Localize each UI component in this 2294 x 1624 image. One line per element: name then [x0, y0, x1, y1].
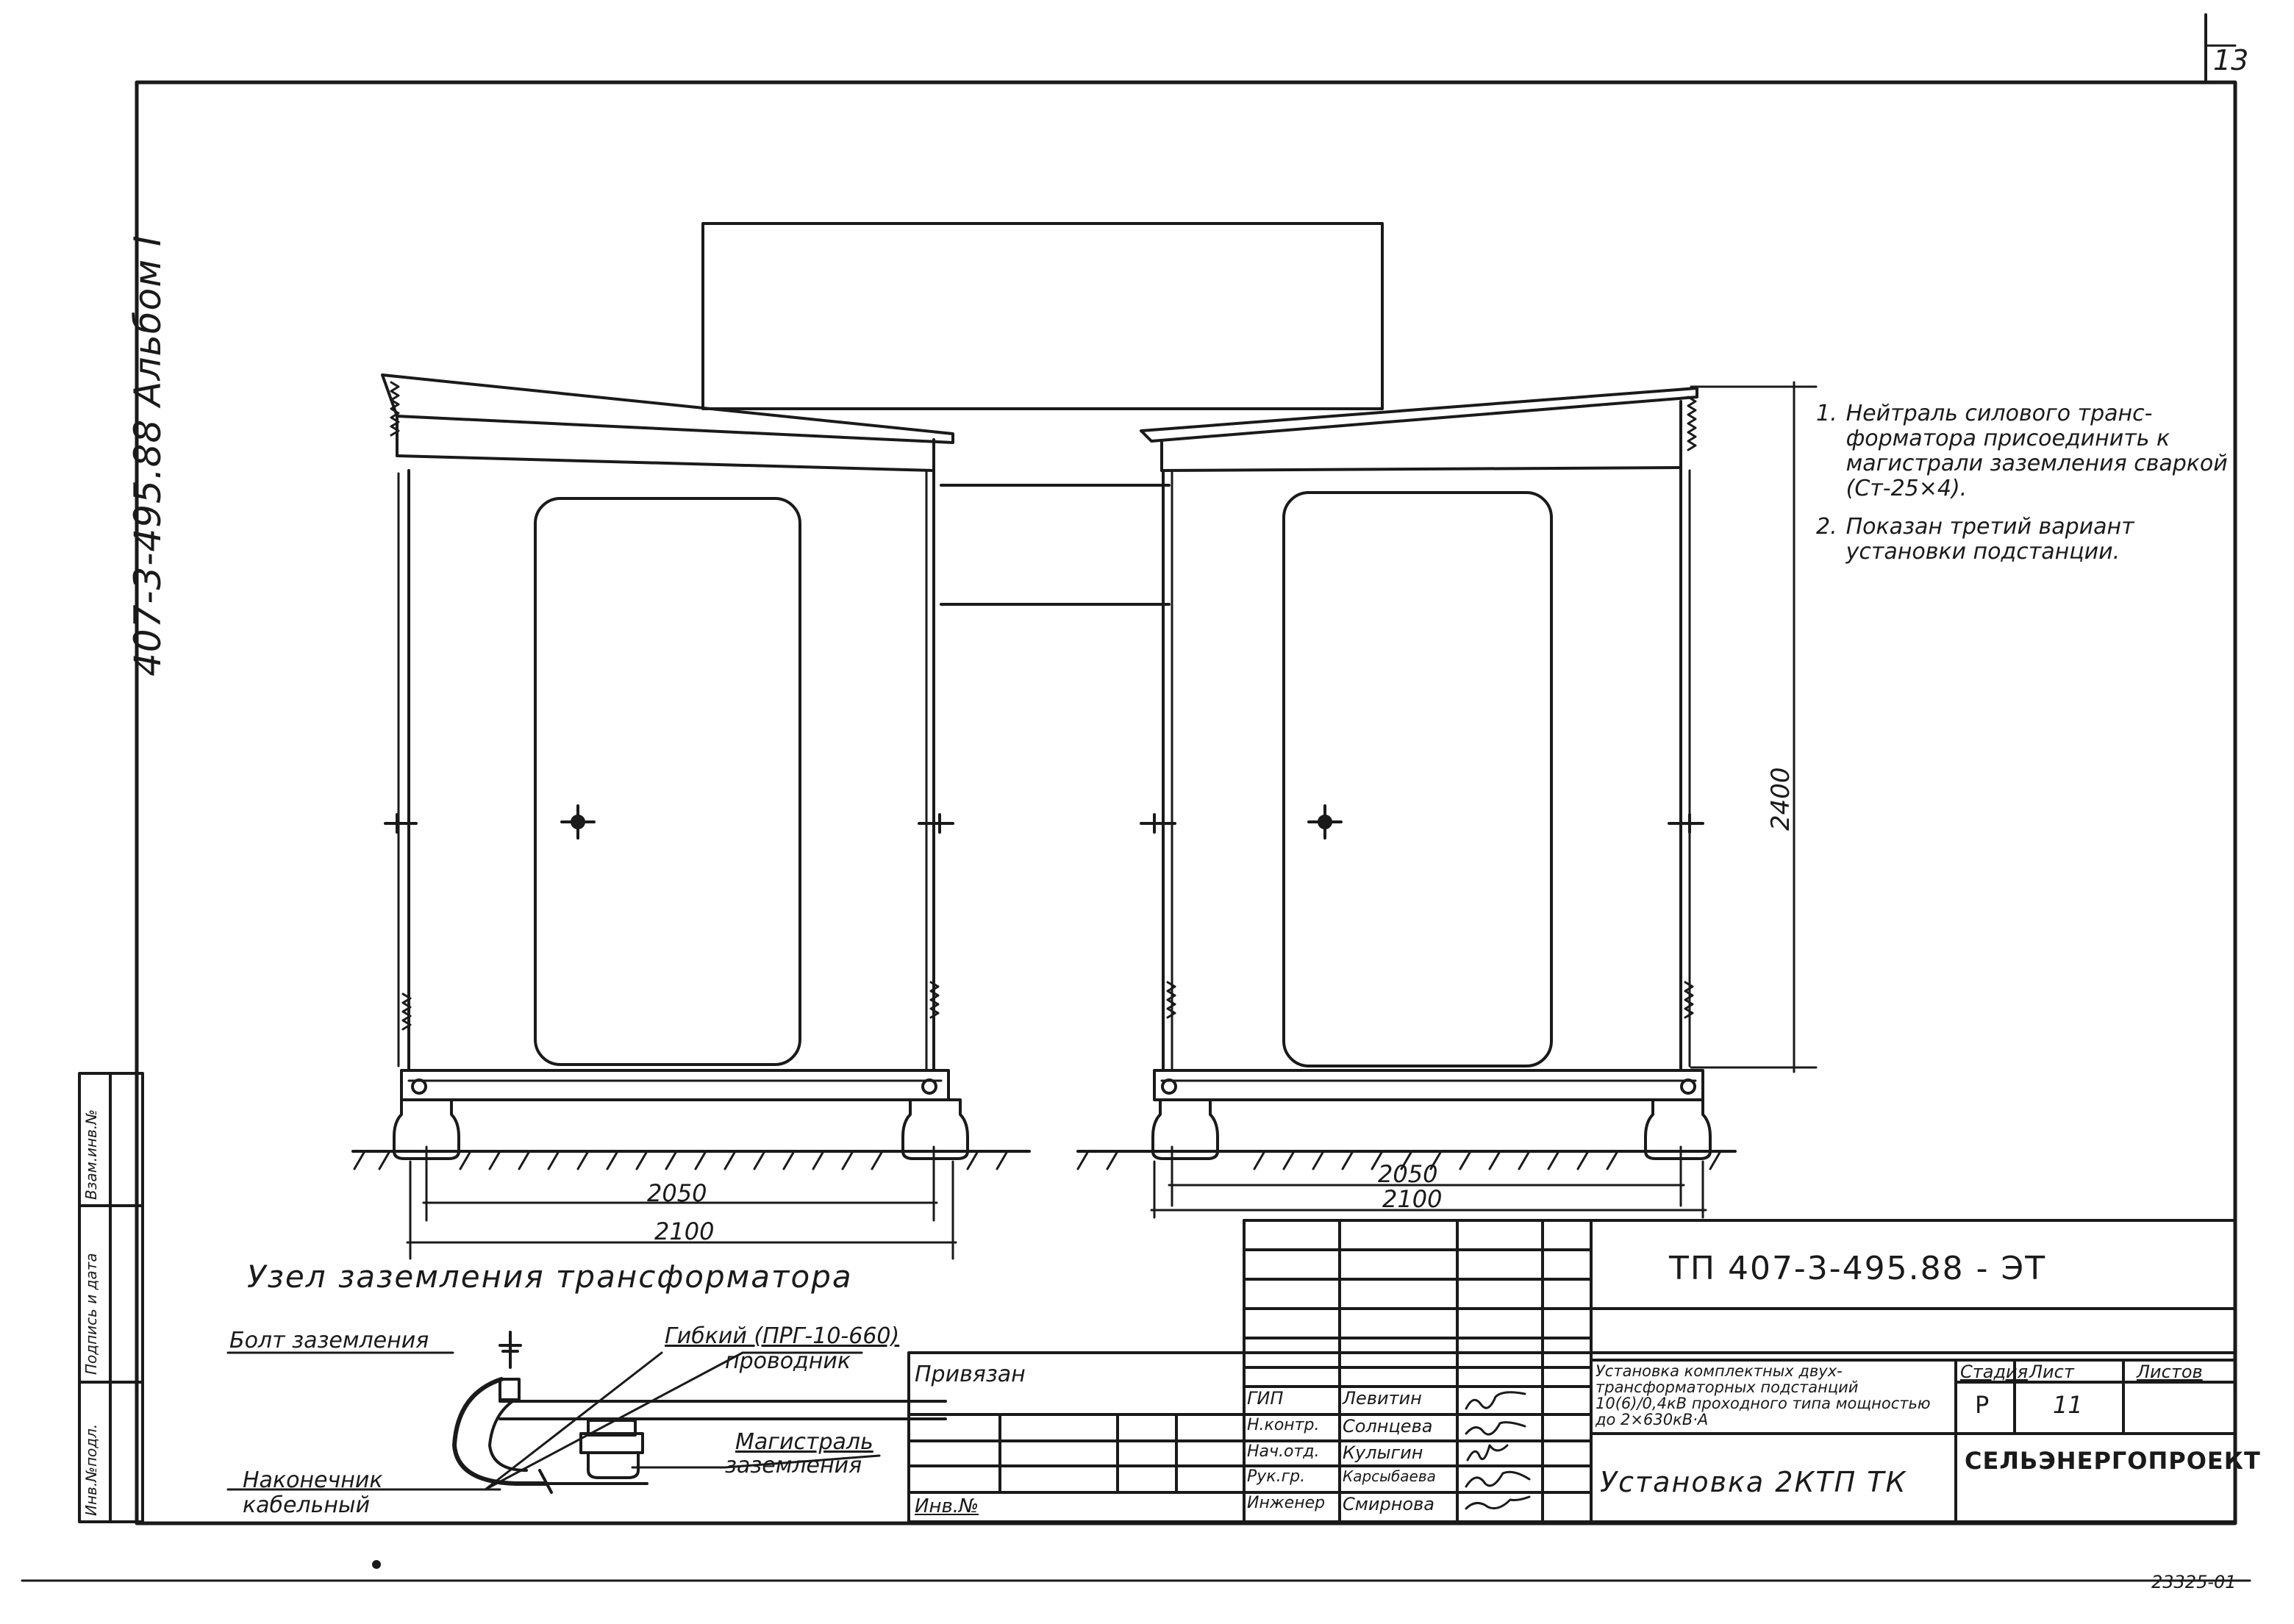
organization: СЕЛЬЭНЕРГОПРОЕКТ: [1965, 1447, 2261, 1475]
note-2-text: Показан третий вариант установки подстан…: [1845, 514, 2134, 565]
stage-header: Стадия: [1960, 1362, 2029, 1382]
sheet-value: 11: [2053, 1391, 2083, 1419]
dim-height: 2400: [1766, 767, 1795, 831]
note-1-text: Нейтраль силового транс-форматора присое…: [1845, 401, 2228, 501]
dim-left-inner: 2050: [647, 1179, 707, 1207]
staff-name: Солнцева: [1343, 1416, 1433, 1437]
ink-dot: [372, 1560, 381, 1569]
doc-code: ТП 407-3-495.88 - ЭТ: [1669, 1250, 2047, 1287]
dim-left-outer: 2100: [654, 1217, 715, 1245]
archive-number: 23325-01: [2151, 1572, 2237, 1592]
left-substation: [351, 373, 1031, 1170]
transformer-block: [701, 222, 1384, 606]
side-stamp-col3: Инв.№подл.: [82, 1423, 100, 1516]
side-stamp-frame: [78, 1072, 144, 1523]
trunk-label-2: заземления: [725, 1453, 862, 1478]
staff-name: Карсыбаева: [1343, 1467, 1436, 1485]
album-label: 407-3-495.88 Альбом I: [126, 235, 169, 676]
note-1: 1. Нейтраль силового транс-форматора при…: [1816, 401, 2228, 501]
title-block-grid: [907, 1219, 2237, 1523]
dimension-lines: [406, 381, 1818, 1260]
lug-label-2: кабельный: [243, 1492, 371, 1518]
notes-block: 1. Нейтраль силового транс-форматора при…: [1816, 401, 2228, 565]
detail-title: Узел заземления трансформатора: [247, 1259, 853, 1295]
inv-label: Инв.№: [915, 1495, 979, 1517]
staff-name: Смирнова: [1343, 1494, 1434, 1514]
lug-label-1: Наконечник: [243, 1467, 383, 1493]
side-stamp-col1: Взам.инв.№: [82, 1109, 100, 1200]
signatures: [1465, 1391, 1531, 1510]
sheet-corner-number: 13: [2213, 44, 2249, 76]
sheet-header: Лист: [2029, 1362, 2074, 1382]
bolt-label: Болт заземления: [229, 1328, 429, 1353]
note-2: 2. Показан третий вариант установки подс…: [1816, 515, 2228, 565]
staff-role: ГИП: [1247, 1388, 1284, 1409]
project-description: Установка комплектных двух-трансформатор…: [1596, 1362, 1931, 1428]
staff-role: Рук.гр.: [1247, 1467, 1306, 1486]
side-stamp-col2: Подпись и дата: [82, 1253, 100, 1375]
note-1-num: 1.: [1816, 401, 1837, 426]
grounding-detail: [226, 1331, 947, 1494]
dim-right-outer: 2100: [1382, 1185, 1443, 1213]
staff-name: Левитин: [1343, 1388, 1422, 1409]
staff-role: Н.контр.: [1247, 1416, 1320, 1434]
sheets-header: Листов: [2137, 1362, 2203, 1382]
right-substation: [1076, 387, 1737, 1170]
staff-role: Инженер: [1247, 1494, 1326, 1512]
staff-role: Нач.отд.: [1247, 1442, 1320, 1461]
flex-label-1: Гибкий (ПРГ-10-660): [665, 1323, 900, 1349]
note-2-num: 2.: [1816, 514, 1837, 540]
staff-name: Кулыгин: [1343, 1442, 1423, 1463]
stage-value: Р: [1975, 1391, 1990, 1419]
drawing-title: Установка 2КТП ТК: [1600, 1466, 1907, 1498]
trunk-label-1: Магистраль: [735, 1429, 873, 1455]
dim-right-inner: 2050: [1378, 1160, 1438, 1188]
bound-label: Привязан: [915, 1362, 1026, 1387]
flex-label-2: проводник: [725, 1348, 851, 1374]
